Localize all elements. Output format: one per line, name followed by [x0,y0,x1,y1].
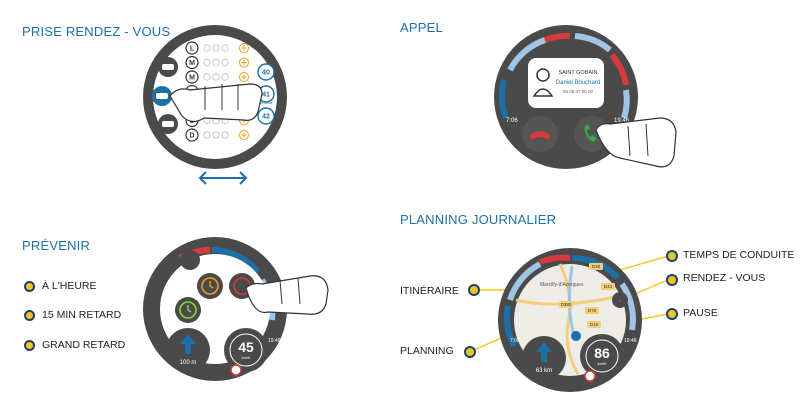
callout-dot [666,308,678,320]
day-label: M [189,75,195,82]
slot[interactable] [212,44,220,52]
speed-widget: 45 km/h [224,328,268,372]
week-40[interactable]: 40 [257,63,275,81]
label-pause: PAUSE [683,307,718,319]
callout-dot [666,274,678,286]
option-15-min: 15 MIN RETARD [42,309,122,321]
option-grand-retard: GRAND RETARD [42,339,126,351]
time-right: 19:46 [614,118,630,124]
time-right: 19:46 [624,338,637,344]
road-label: D76 [588,308,597,313]
time-right: 19:46 [268,338,281,344]
add-slot-icon[interactable] [239,57,249,68]
slot[interactable] [221,131,229,139]
map-town: Marcilly-d'Azergues [540,282,584,288]
legend-dot [24,281,35,292]
option-on-time: À L'HEURE [42,280,97,292]
label-rendez-vous: RENDEZ - VOUS [683,272,766,284]
nav-widget[interactable]: 63 km [522,336,566,380]
section-title-call: APPEL [400,20,443,35]
road-label: D30 [592,264,601,269]
add-slot-icon[interactable] [239,43,249,53]
speed-unit: km/h [598,361,607,366]
label-itineraire: ITINÉRAIRE [400,285,459,297]
slot[interactable] [203,131,211,139]
speed-widget: 86 km/h [580,334,624,378]
location-icon [571,331,581,341]
nav-distance: 63 km [536,368,552,374]
slot[interactable] [203,73,211,81]
road-label: D16 [590,322,599,327]
slot[interactable] [212,58,220,67]
hangup-icon [529,131,551,140]
day-2[interactable]: M [185,70,199,84]
day-label: M [189,60,195,67]
slot[interactable] [212,73,220,81]
speed-value: 86 [594,345,610,361]
slot[interactable] [221,58,229,67]
car-icon-3[interactable] [158,114,178,134]
road-label: D385 [561,302,572,307]
slot[interactable] [212,131,220,139]
limit-sign-icon [230,364,242,376]
legend-dot [24,310,35,321]
day-label: L [190,46,195,53]
caller-company: SAINT GOBAIN [558,70,597,76]
svg-text:42: 42 [262,114,270,121]
day-1[interactable]: M [185,55,199,70]
callout-dot [468,284,480,296]
clock-green-icon[interactable] [175,297,201,323]
slot[interactable] [221,44,229,52]
rdv-marker-icon: ● [618,298,621,304]
section-title-rdv: PRISE RENDEZ - VOUS [22,24,171,39]
slot[interactable] [203,44,211,52]
time-left: 7:06 [506,118,518,124]
speed-unit: km/h [242,355,251,360]
car-icon-selected[interactable] [152,86,172,106]
arrow-up-icon [180,334,196,354]
svg-text:41: 41 [262,92,270,99]
hangup-button[interactable] [522,116,558,152]
speed-value: 45 [238,339,254,355]
day-label: D [189,133,194,140]
clock-orange-icon[interactable] [197,273,223,299]
add-slot-icon[interactable] [239,72,249,82]
caller-number: 06.06.07.00.00 [563,89,594,94]
svg-text:40: 40 [262,70,270,77]
week-42[interactable]: 42 [257,107,275,125]
day-6[interactable]: D [185,128,199,142]
limit-sign-icon [584,370,596,382]
slot[interactable] [221,73,229,81]
hand-pointer-icon [595,117,677,168]
callout-dot [464,346,476,358]
car-icon-1[interactable] [158,57,178,77]
callout-dot [666,250,678,262]
hand-pointer-icon [169,83,263,123]
hand-pointer-icon [245,275,329,315]
section-title-planning: PLANNING JOURNALIER [400,212,557,227]
add-slot-icon[interactable] [239,130,249,140]
swipe-arrow-icon [198,171,248,185]
road-label: D44 [604,284,613,289]
section-title-warn: PRÉVENIR [22,238,91,253]
day-0[interactable]: L [185,41,199,55]
nav-widget[interactable]: 100 m [166,328,210,372]
legend-dot [24,340,35,351]
user-icon [532,68,554,97]
arrow-up-icon [536,342,552,362]
caller-name: Daniel Bouchard [556,80,600,86]
label-planning: PLANNING [400,345,454,357]
label-temps-conduite: TEMPS DE CONDUITE [683,249,795,261]
week-sub: semaine [259,101,272,105]
nav-distance: 100 m [180,360,197,366]
slot[interactable] [203,58,211,67]
phone-icon [584,124,597,142]
time-left: 7:06 [510,338,520,344]
